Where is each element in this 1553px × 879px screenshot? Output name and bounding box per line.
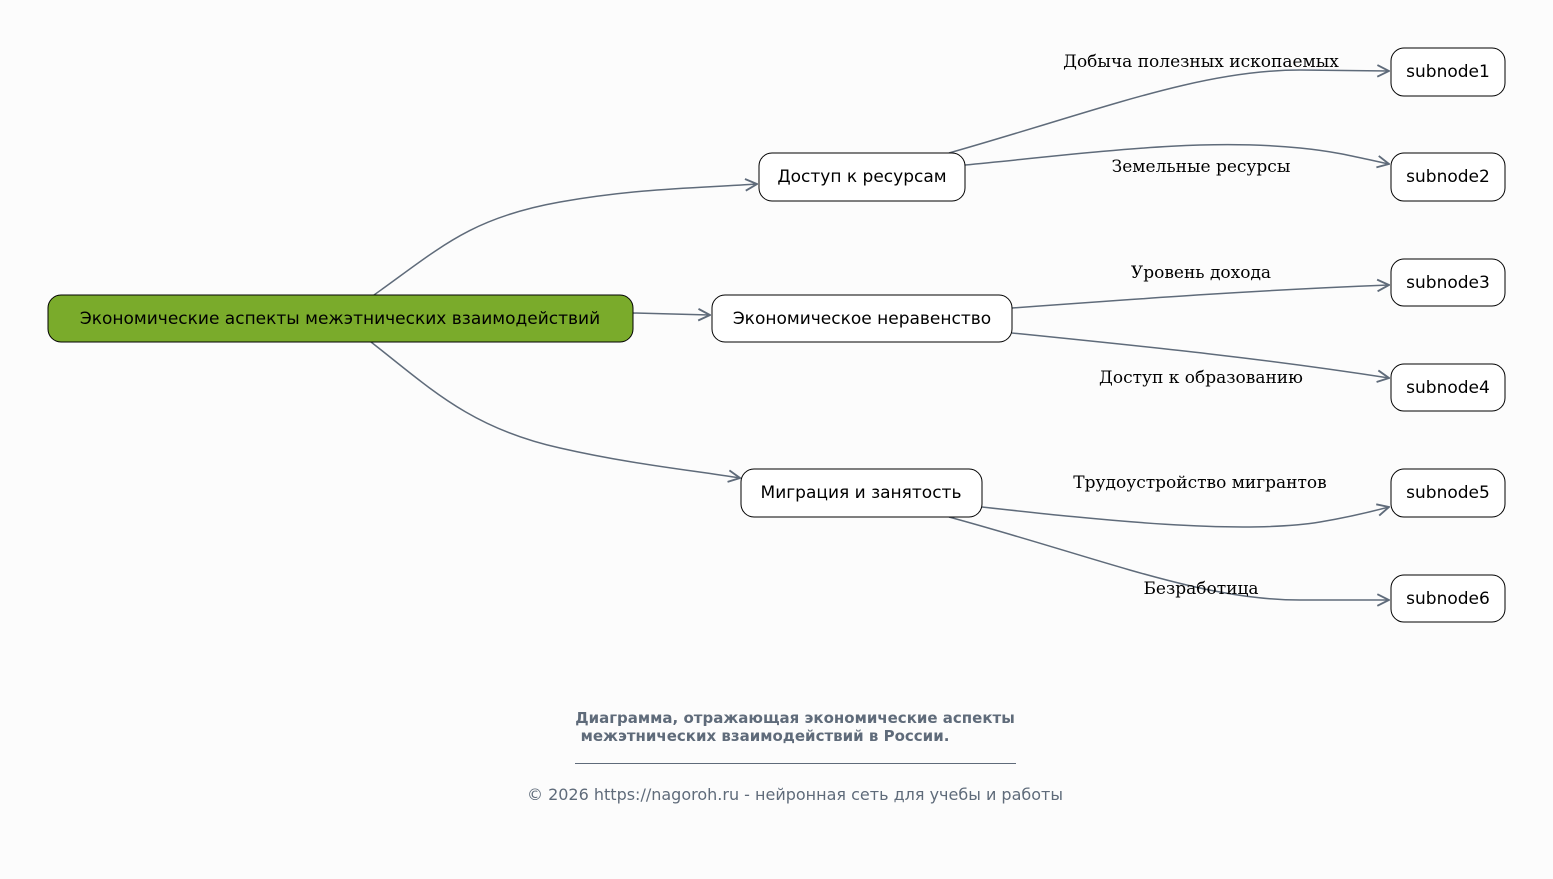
subnode-label: subnode3 [1406, 273, 1490, 293]
edge-label-subnode4: Доступ к образованию [1099, 368, 1303, 388]
edge-root-to-migration [370, 341, 740, 478]
subnode-2[interactable]: subnode2 [1390, 152, 1506, 202]
subnode-label: subnode1 [1406, 62, 1490, 82]
edge-label-subnode3: Уровень дохода [1131, 263, 1271, 283]
subnode-6[interactable]: subnode6 [1390, 574, 1506, 623]
branch-node-resources[interactable]: Доступ к ресурсам [758, 152, 966, 202]
caption-line-1: Диаграмма, отражающая экономические аспе… [575, 709, 1015, 727]
edge-label-subnode6: Безработица [1143, 579, 1258, 599]
branch-node-label: Миграция и занятость [761, 483, 962, 503]
edge-to-subnode2 [964, 143, 1389, 165]
root-node[interactable]: Экономические аспекты межэтнических взаи… [47, 294, 634, 343]
subnode-label: subnode2 [1406, 167, 1490, 187]
subnode-label: subnode4 [1406, 378, 1490, 398]
edge-label-subnode5: Трудоустройство мигрантов [1073, 473, 1326, 493]
branch-node-label: Доступ к ресурсам [777, 167, 946, 187]
caption-divider [575, 763, 1016, 764]
branch-node-migration[interactable]: Миграция и занятость [740, 468, 983, 518]
branch-node-inequality[interactable]: Экономическое неравенство [711, 294, 1013, 343]
root-node-label: Экономические аспекты межэтнических взаи… [80, 309, 600, 329]
edge-root-to-inequality [632, 313, 710, 315]
branch-node-label: Экономическое неравенство [733, 309, 991, 329]
edge-label-subnode1: Добыча полезных ископаемых [1063, 52, 1339, 72]
subnode-label: subnode5 [1406, 483, 1490, 503]
edge-to-subnode6 [948, 516, 1389, 600]
edge-to-subnode5 [981, 507, 1389, 528]
subnode-5[interactable]: subnode5 [1390, 468, 1506, 518]
subnode-4[interactable]: subnode4 [1390, 363, 1506, 412]
caption-line-2: межэтнических взаимодействий в России. [580, 727, 950, 745]
subnode-3[interactable]: subnode3 [1390, 258, 1506, 307]
diagram-caption: Диаграмма, отражающая экономические аспе… [0, 709, 1553, 745]
copyright-text: © 2026 https://nagoroh.ru - нейронная се… [526, 785, 1063, 804]
edge-label-subnode2: Земельные ресурсы [1112, 157, 1291, 177]
subnode-1[interactable]: subnode1 [1390, 47, 1506, 97]
edge-root-to-resources [373, 184, 757, 296]
edge-to-subnode4 [1011, 332, 1389, 378]
edge-to-subnode1 [948, 70, 1389, 154]
subnode-label: subnode6 [1406, 589, 1490, 609]
edge-to-subnode3 [1011, 285, 1389, 309]
